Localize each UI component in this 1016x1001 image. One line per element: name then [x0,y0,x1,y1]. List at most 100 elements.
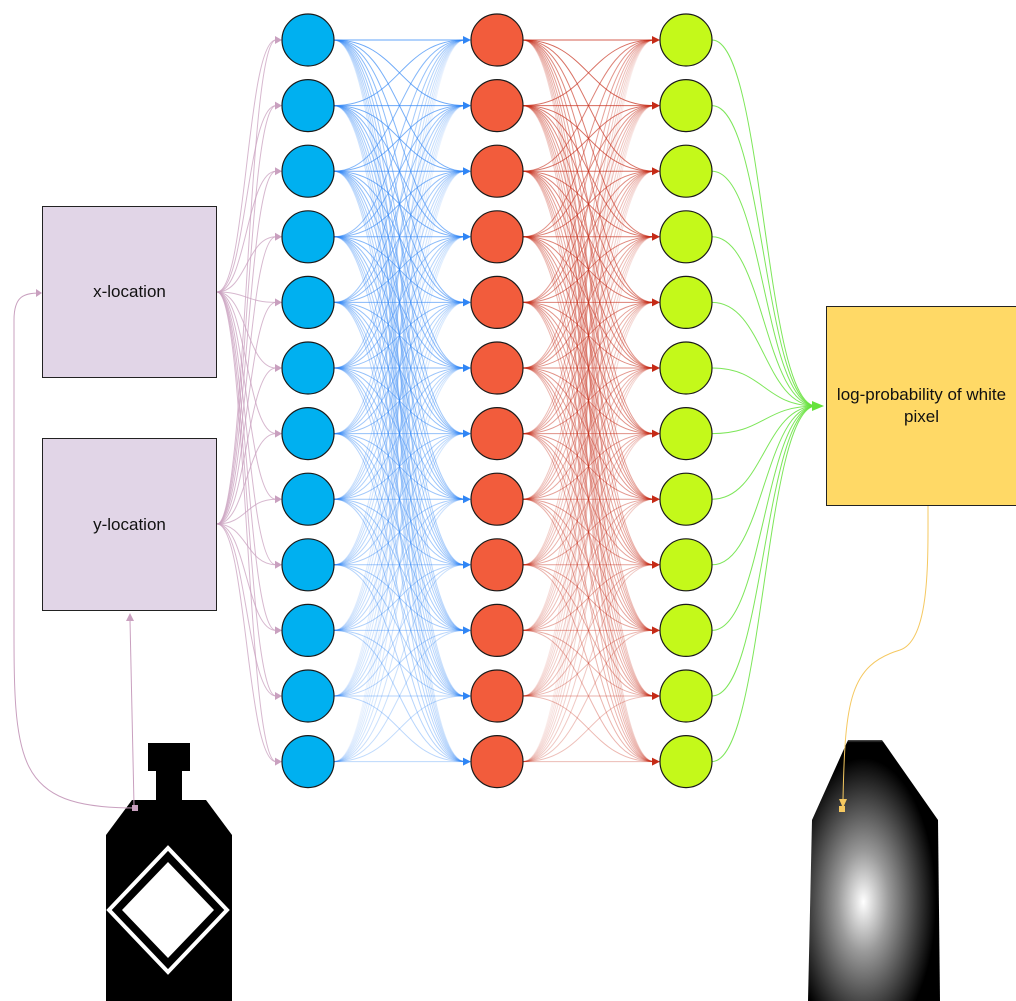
hidden-edge [522,301,655,369]
hidden-arrow-head [652,429,660,438]
hidden-edge [333,301,466,763]
output-edge [711,405,817,500]
hidden-edge [522,236,655,303]
hidden-edge [522,498,655,697]
hidden-edge [522,39,655,763]
hidden-edge [522,367,655,697]
hidden-edge [522,629,655,763]
hidden-edge [522,695,655,763]
hidden-edge [333,236,466,697]
hidden-edge [333,564,466,763]
hidden-edge [333,105,466,303]
bottle-label-inner [122,862,214,958]
input-edge [216,291,277,303]
hidden-edge [333,367,466,631]
hidden-edge [333,564,466,697]
hidden-arrow-head [463,692,471,700]
hidden-layer-1-neuron [281,407,335,461]
hidden-edge [333,629,466,697]
hidden-edge [333,433,466,631]
input-arrow-head [275,298,282,307]
input-arrow-head [275,560,282,569]
hidden-edge [333,498,466,763]
hidden-edge [333,170,466,369]
input-arrow-head [275,692,282,700]
hidden-edge [333,236,466,566]
input-arrow-head [275,101,282,110]
output-edge [711,405,817,697]
hidden-layer-3-neuron [659,407,713,461]
hidden-layer-2-neuron [470,13,524,67]
hidden-edge [333,39,466,631]
hidden-edge [522,105,655,500]
output-pixel-marker [839,806,845,812]
hidden-edge [333,433,466,763]
hidden-edge [522,105,655,369]
hidden-edge [333,39,466,566]
hidden-arrow-head [463,757,471,766]
hidden-layer-2-neuron [470,78,524,133]
input-edge [216,523,277,631]
hidden-edge [333,39,466,238]
hidden-edge [522,39,655,435]
hidden-layer-3-neuron [659,78,713,133]
hidden-arrow-head [463,167,471,176]
hidden-edge [333,236,466,369]
hidden-edge [333,236,466,631]
predicted-image [800,735,960,1001]
hidden-edge [333,433,466,763]
output-edge [711,105,817,407]
hidden-edge [522,498,655,697]
hidden-edge [522,433,655,697]
hidden-edge [522,629,655,697]
hidden-edge [522,236,655,631]
hidden-edge [522,105,655,435]
hidden-edge [522,170,655,631]
hidden-edge [522,301,655,697]
hidden-layer-3-neuron [659,210,713,264]
hidden-edge [522,39,655,566]
hidden-edge [522,39,655,500]
hidden-arrow-head [463,364,471,372]
output-node: log-probability of white pixel [826,306,1016,506]
hidden-edge [522,105,655,763]
hidden-edge [333,39,466,500]
hidden-edge [522,433,655,631]
hidden-arrow-head [463,495,471,504]
hidden-arrow-head [652,36,660,44]
bottle-neck [156,770,182,800]
hidden-edge [333,498,466,566]
hidden-edge [522,367,655,566]
hidden-edge [522,564,655,697]
hidden-arrow-head [652,167,660,176]
hidden-edge [333,629,466,763]
hidden-edge [522,498,655,631]
hidden-edge [522,367,655,566]
input-edge [216,236,277,293]
sample-pixel-marker [132,805,138,811]
hidden-edge [333,301,466,697]
hidden-edge [522,367,655,435]
hidden-edge [333,170,466,763]
hidden-edge [522,236,655,763]
hidden-edge [522,433,655,763]
hidden-edge [333,498,466,763]
bottle-label-outer [106,845,230,975]
hidden-edge [522,39,655,631]
hidden-layer-2-neuron [470,538,524,592]
hidden-edge [333,170,466,631]
hidden-edge [522,170,655,369]
y-coordinate-arrow [129,619,135,806]
hidden-edge [333,105,466,238]
output-edge [711,236,817,407]
hidden-layer-1-neuron [281,144,335,198]
hidden-edge [333,367,466,697]
hidden-edge [522,236,655,763]
hidden-edge [333,433,466,566]
input-arrow-head [275,429,282,438]
hidden-edge [333,105,466,566]
hidden-edge [333,367,466,697]
hidden-edge [522,170,655,238]
hidden-arrow-head [652,560,660,569]
hidden-edge [522,498,655,566]
